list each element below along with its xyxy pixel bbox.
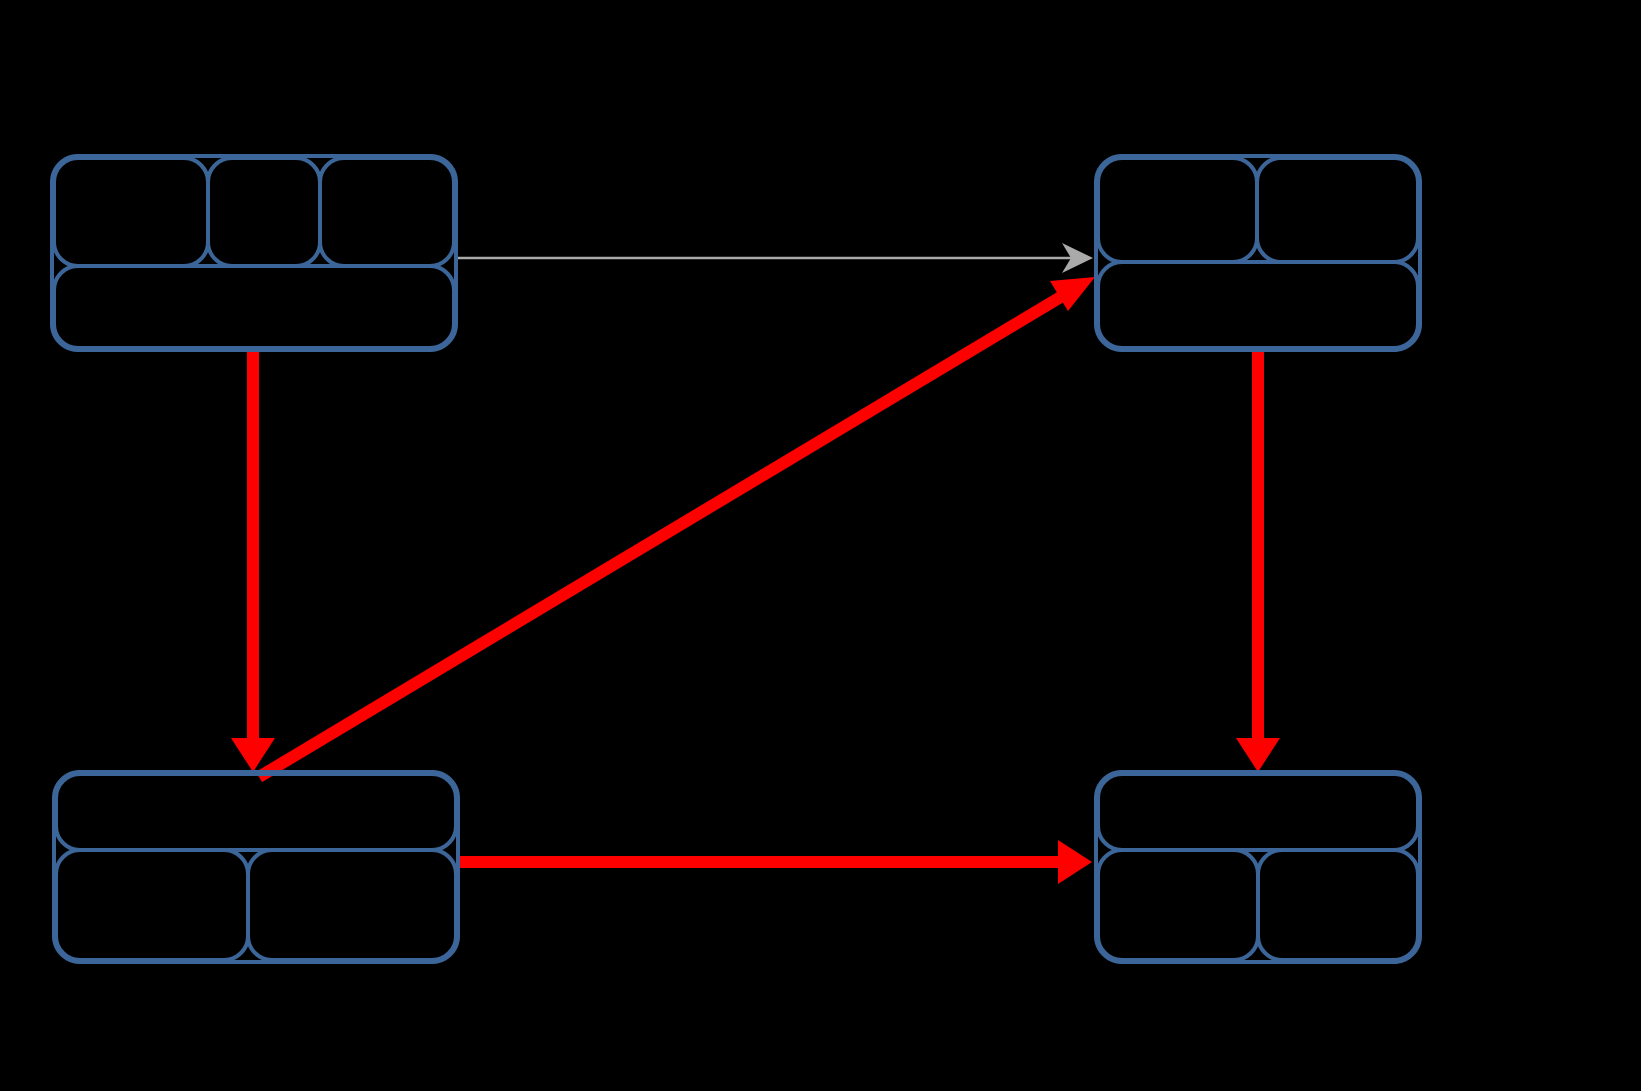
node-top-left-cell-4[interactable]	[52, 264, 456, 350]
node-bottom-right[interactable]	[1094, 770, 1422, 964]
node-top-left-cell-1[interactable]	[52, 156, 210, 268]
arrowhead-gray-open	[1062, 243, 1093, 273]
node-bottom-right-cell-3[interactable]	[1256, 848, 1420, 962]
node-top-right-cell-1[interactable]	[1096, 156, 1259, 264]
node-bottom-left-cell-3[interactable]	[246, 848, 458, 962]
node-bottom-left-cell-1[interactable]	[54, 772, 458, 852]
node-top-left-cell-2[interactable]	[206, 156, 322, 268]
edge-line-red-diagonal	[255, 289, 1068, 783]
arrowhead-red-down-right	[1236, 738, 1280, 772]
node-bottom-right-cell-2[interactable]	[1096, 848, 1260, 962]
node-top-left[interactable]	[50, 154, 458, 352]
node-top-right-cell-2[interactable]	[1255, 156, 1420, 264]
node-top-left-cell-3[interactable]	[318, 156, 456, 268]
edge-top-right-to-bottom-right[interactable]	[1236, 352, 1280, 772]
arrowhead-red-right	[1058, 840, 1092, 884]
node-top-left-outline	[50, 154, 458, 352]
node-bottom-right-cell-1[interactable]	[1096, 772, 1420, 852]
arrowhead-red-diagonal	[1050, 277, 1095, 311]
node-bottom-left[interactable]	[52, 770, 460, 964]
node-top-right-cell-3[interactable]	[1096, 260, 1420, 350]
edge-top-left-to-top-right[interactable]	[458, 243, 1093, 273]
edge-top-left-to-bottom-left[interactable]	[231, 352, 275, 772]
edge-bottom-left-to-top-right[interactable]	[255, 277, 1095, 783]
node-bottom-left-cell-2[interactable]	[54, 848, 250, 962]
edge-bottom-left-to-bottom-right[interactable]	[458, 840, 1092, 884]
node-top-right[interactable]	[1094, 154, 1422, 352]
arrowhead-red-down-left	[231, 738, 275, 772]
node-bottom-left-outline	[52, 770, 460, 964]
